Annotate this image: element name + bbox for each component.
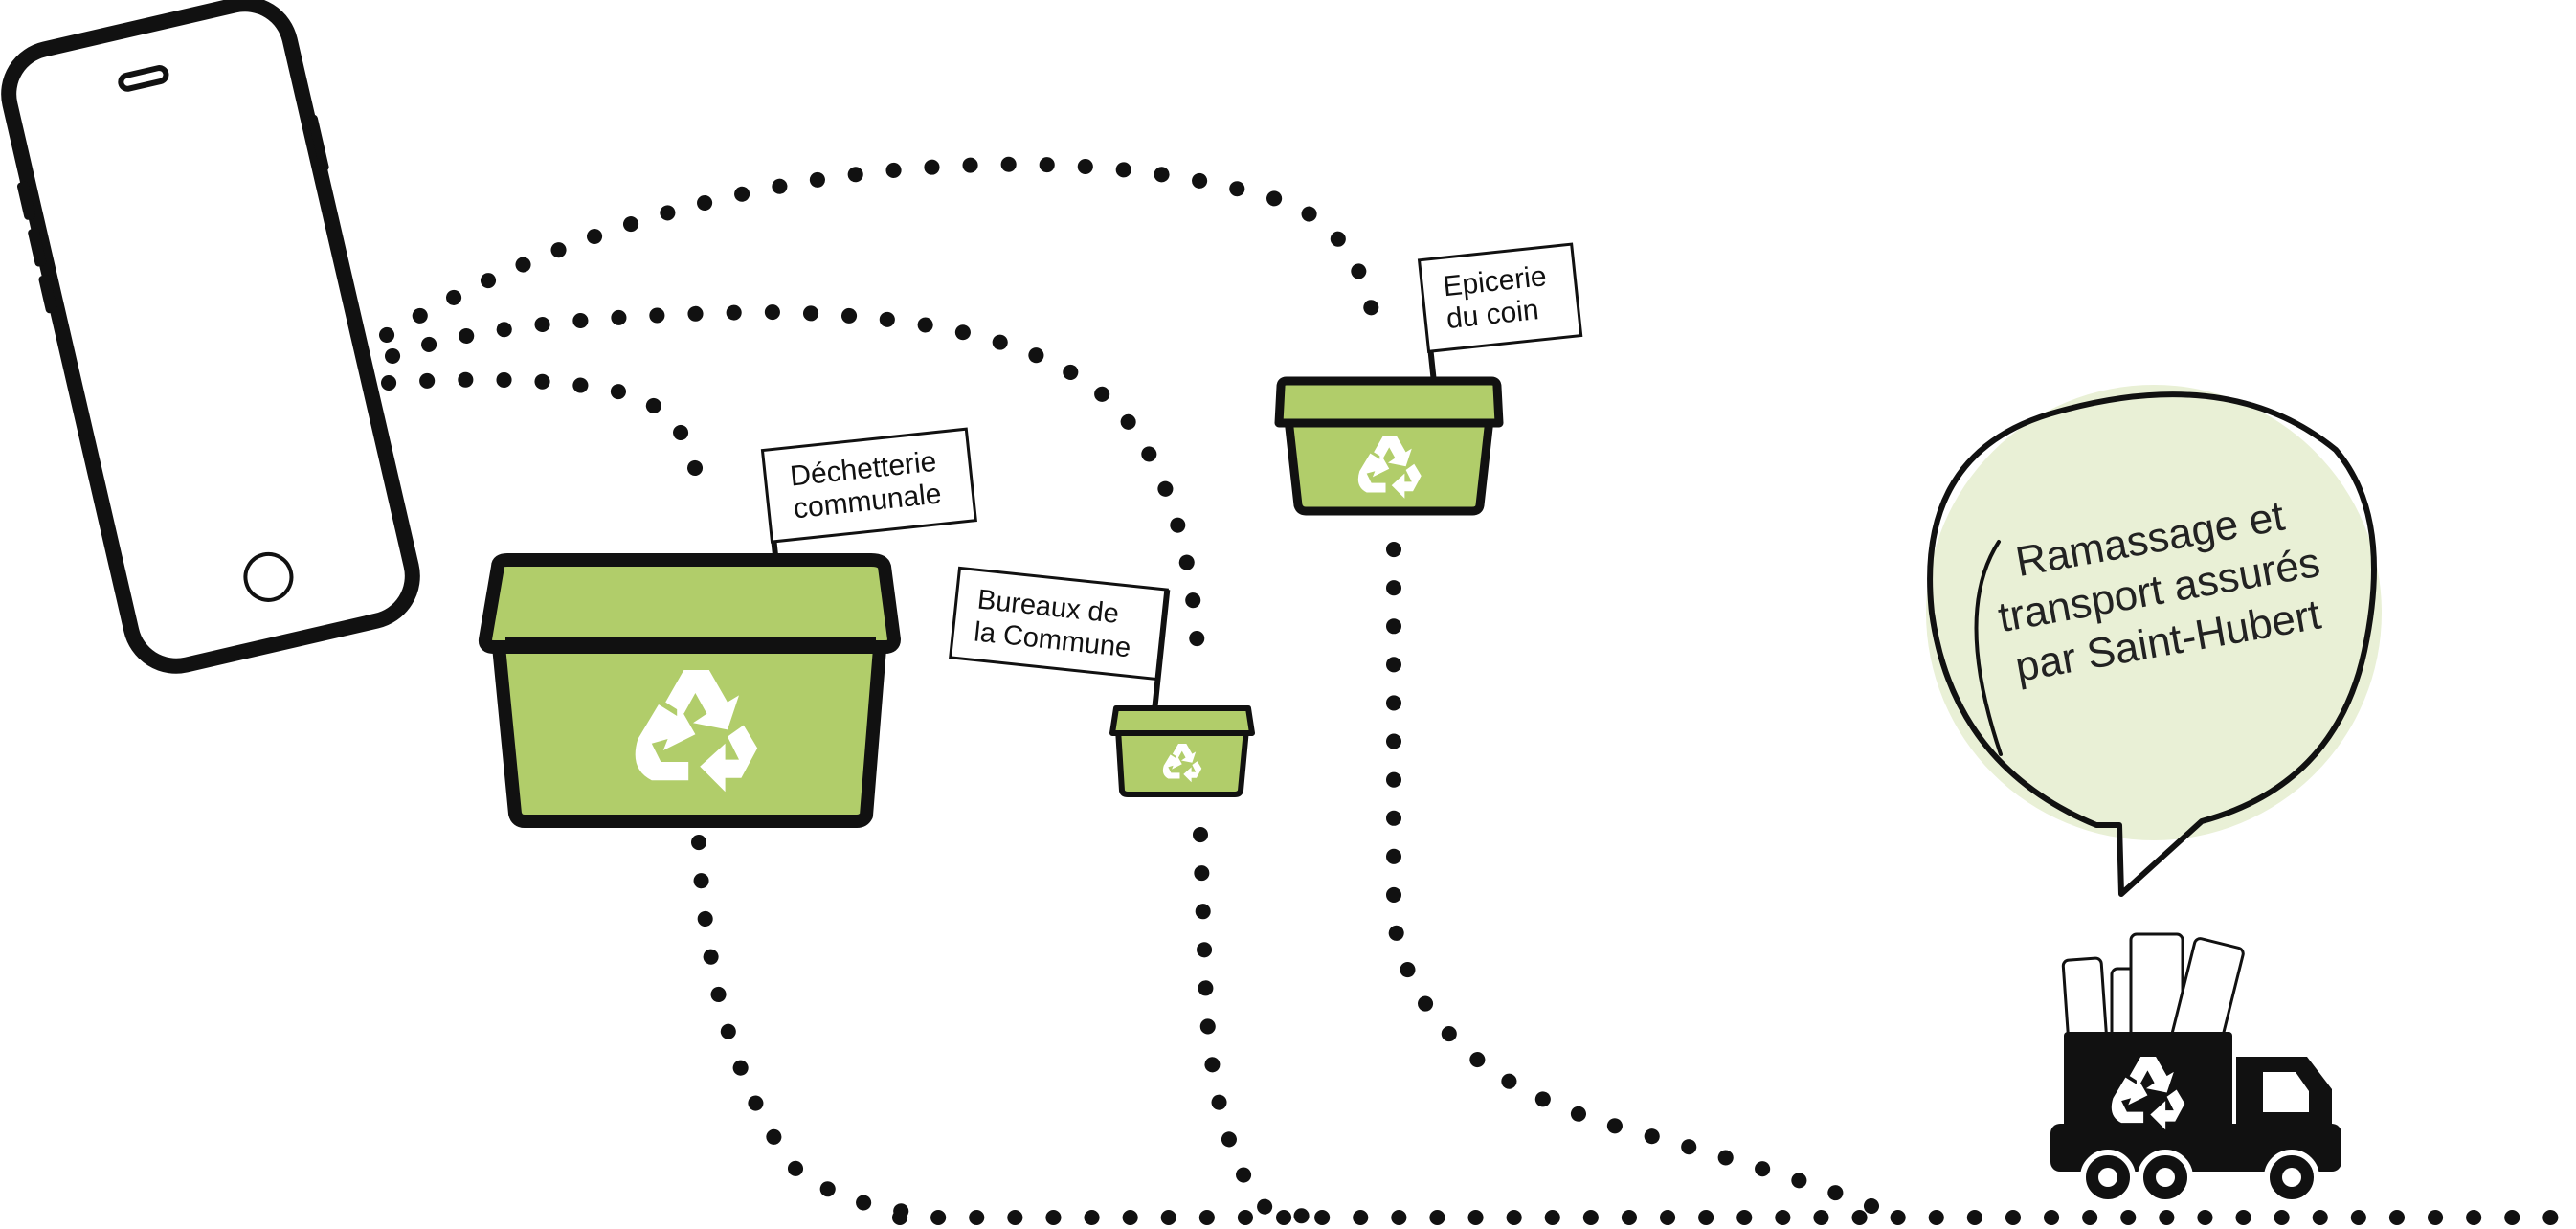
collection-point-dechetterie: Déchetterie communale bbox=[485, 429, 979, 821]
recycling-bin-icon bbox=[1279, 381, 1499, 511]
speech-bubble: Ramassage et transport assurés par Saint… bbox=[1926, 385, 2382, 894]
flag-epicerie: Epicerie du coin bbox=[1420, 244, 1585, 382]
path-epicerie-to-line bbox=[1394, 549, 1876, 1208]
recycling-bin-icon bbox=[485, 560, 894, 821]
smartphone-icon bbox=[0, 0, 431, 678]
path-phone-to-dechetterie bbox=[389, 380, 699, 498]
recycling-bin-icon bbox=[1112, 708, 1252, 794]
flag-dechetterie: Déchetterie communale bbox=[762, 429, 978, 572]
collection-point-bureaux: Bureaux de la Commune bbox=[946, 568, 1252, 794]
path-bureaux-to-line bbox=[1200, 835, 1311, 1216]
recycling-truck-icon bbox=[2050, 934, 2341, 1202]
flag-bureaux: Bureaux de la Commune bbox=[946, 568, 1167, 721]
path-dechetterie-to-line bbox=[699, 842, 938, 1216]
collection-point-epicerie: Epicerie du coin bbox=[1279, 244, 1584, 511]
path-phone-to-epicerie bbox=[387, 165, 1375, 335]
